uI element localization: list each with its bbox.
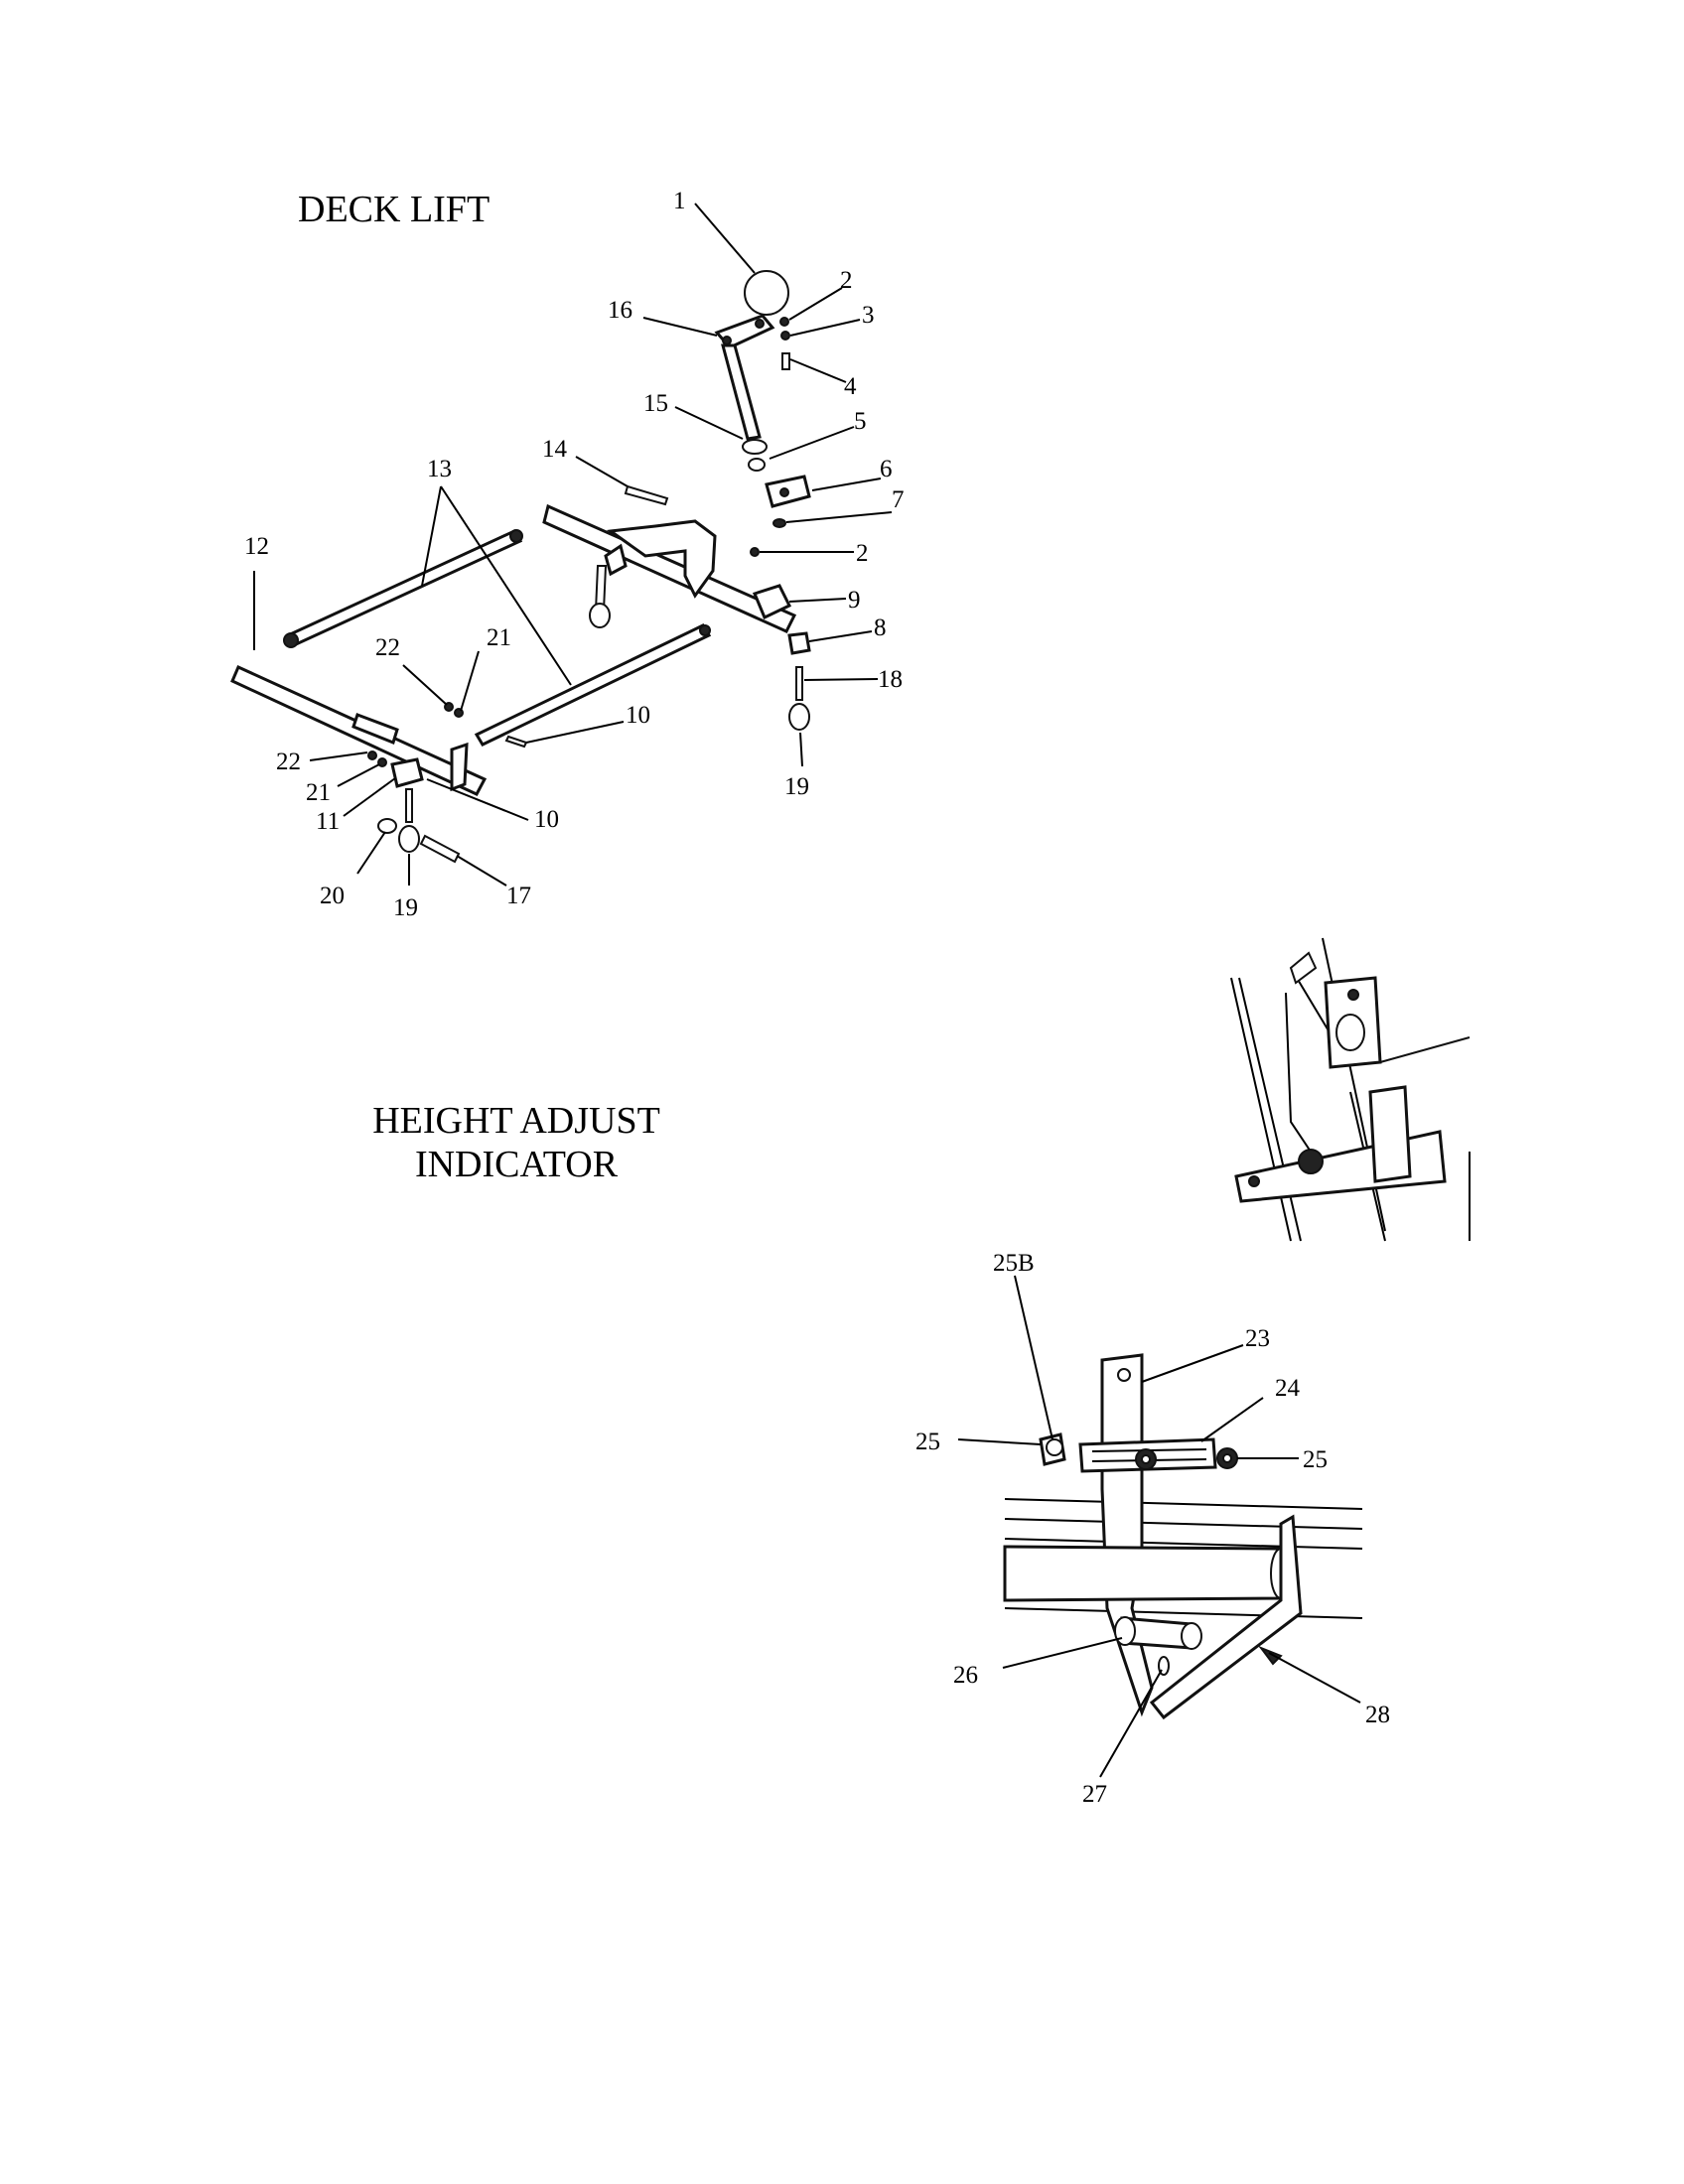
callout: 21 (487, 624, 511, 651)
deck-lift-title: DECK LIFT (298, 189, 491, 230)
callout: 9 (848, 587, 861, 614)
height-adjust-title-line1: HEIGHT ADJUST (372, 1100, 660, 1142)
callout: 4 (844, 373, 857, 400)
cross-tube-lower (230, 664, 488, 796)
height-adjust-callout-labels: 25B 23 24 25 25 26 28 27 (915, 1250, 1390, 1808)
callout: 3 (862, 302, 875, 329)
callout: 15 (643, 390, 668, 417)
callout: 24 (1275, 1375, 1301, 1402)
cap-part (744, 270, 789, 316)
inset-photo (1230, 937, 1471, 1242)
callout: 17 (506, 883, 531, 909)
lever-rod-part (721, 343, 762, 441)
callout: 13 (427, 456, 452, 482)
height-adjust-title-line2: INDICATOR (414, 1143, 619, 1185)
callout: 10 (534, 806, 559, 833)
height-adjust-leaders (957, 1275, 1361, 1778)
callout: 7 (892, 486, 905, 513)
callout: 11 (316, 808, 340, 835)
callout: 25 (1303, 1446, 1328, 1473)
callout: 1 (673, 188, 686, 214)
callout: 20 (320, 883, 345, 909)
height-adjust-assembly (1003, 1353, 1363, 1720)
lift-rod-rear (285, 529, 523, 647)
callout: 5 (854, 408, 867, 435)
indicator-strap-part (1100, 1353, 1154, 1717)
deck-lift-assembly (230, 270, 811, 864)
callout: 10 (626, 702, 650, 729)
callout: 28 (1365, 1702, 1390, 1728)
pin-part (624, 484, 669, 506)
callout: 22 (276, 749, 301, 775)
callout: 22 (375, 634, 400, 661)
callout: 8 (874, 614, 887, 641)
callout: 2 (840, 267, 853, 294)
callout: 16 (608, 297, 632, 324)
cross-tube-upper (542, 503, 797, 633)
callout: 25B (993, 1250, 1035, 1277)
callout: 14 (542, 436, 568, 463)
callout: 23 (1245, 1325, 1270, 1352)
callout: 25 (915, 1429, 940, 1455)
height-adjust-title: HEIGHT ADJUST INDICATOR (328, 1100, 705, 1186)
callout: 19 (784, 773, 809, 800)
callout: 12 (244, 533, 269, 560)
callout: 19 (393, 894, 418, 921)
arm-bracket-part (752, 584, 792, 620)
deck-lift-leaders (253, 203, 893, 887)
callout: 21 (306, 779, 331, 806)
callout: 26 (953, 1662, 978, 1689)
callout: 2 (856, 540, 869, 567)
tube-bracket (606, 519, 717, 599)
angle-plate-part (1149, 1514, 1303, 1720)
lift-rod-front (474, 623, 712, 747)
callout: 27 (1082, 1781, 1107, 1808)
callout: 6 (880, 456, 893, 482)
callout: 18 (878, 666, 903, 693)
deck-lift-callout-labels: 1 2 3 16 4 15 5 14 6 13 7 2 12 9 8 22 21… (244, 188, 905, 921)
horizontal-tube (1003, 1545, 1292, 1602)
